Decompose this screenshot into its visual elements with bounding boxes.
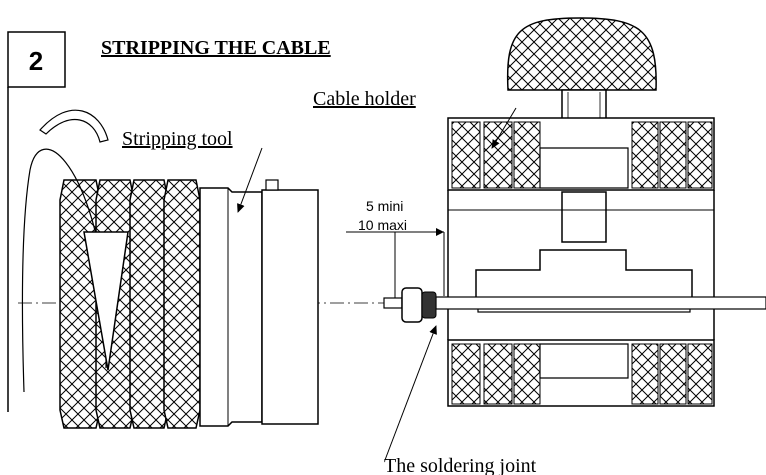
soldering-joint-leader <box>384 325 437 461</box>
stripping-tool-leader <box>237 147 263 213</box>
stripping-tool-label: Stripping tool <box>122 128 233 150</box>
dimension-max-text: 10 maxi <box>358 217 407 233</box>
holder-knob <box>506 17 657 91</box>
connector-body <box>401 287 423 323</box>
connector-pin <box>383 297 403 309</box>
stripping-tool: Stripping tool <box>21 109 319 429</box>
tool-sleeve <box>261 189 319 425</box>
knurled-ring-1 <box>59 179 101 429</box>
tool-pin <box>265 179 279 191</box>
knurled-ring-4 <box>163 179 201 429</box>
dimension-min-text: 5 mini <box>366 198 403 214</box>
step-number-box: 2 <box>7 31 66 88</box>
tool-body <box>199 187 263 427</box>
holder-jaw <box>475 249 693 299</box>
strip-length-dimension: 5 mini 10 maxi <box>346 198 445 298</box>
rotation-arrow-icon <box>21 148 107 393</box>
soldering-joint-label: The soldering joint <box>384 455 537 475</box>
soldering-joint-callout: The soldering joint <box>384 325 537 475</box>
cable-holder-label: Cable holder <box>313 88 416 110</box>
knurled-ring-3 <box>129 179 169 429</box>
page-title: STRIPPING THE CABLE <box>101 37 331 59</box>
cable-holder: Cable holder <box>313 17 766 407</box>
cable-holder-leader <box>491 107 517 149</box>
cable <box>435 296 766 310</box>
step-number: 2 <box>29 46 43 76</box>
